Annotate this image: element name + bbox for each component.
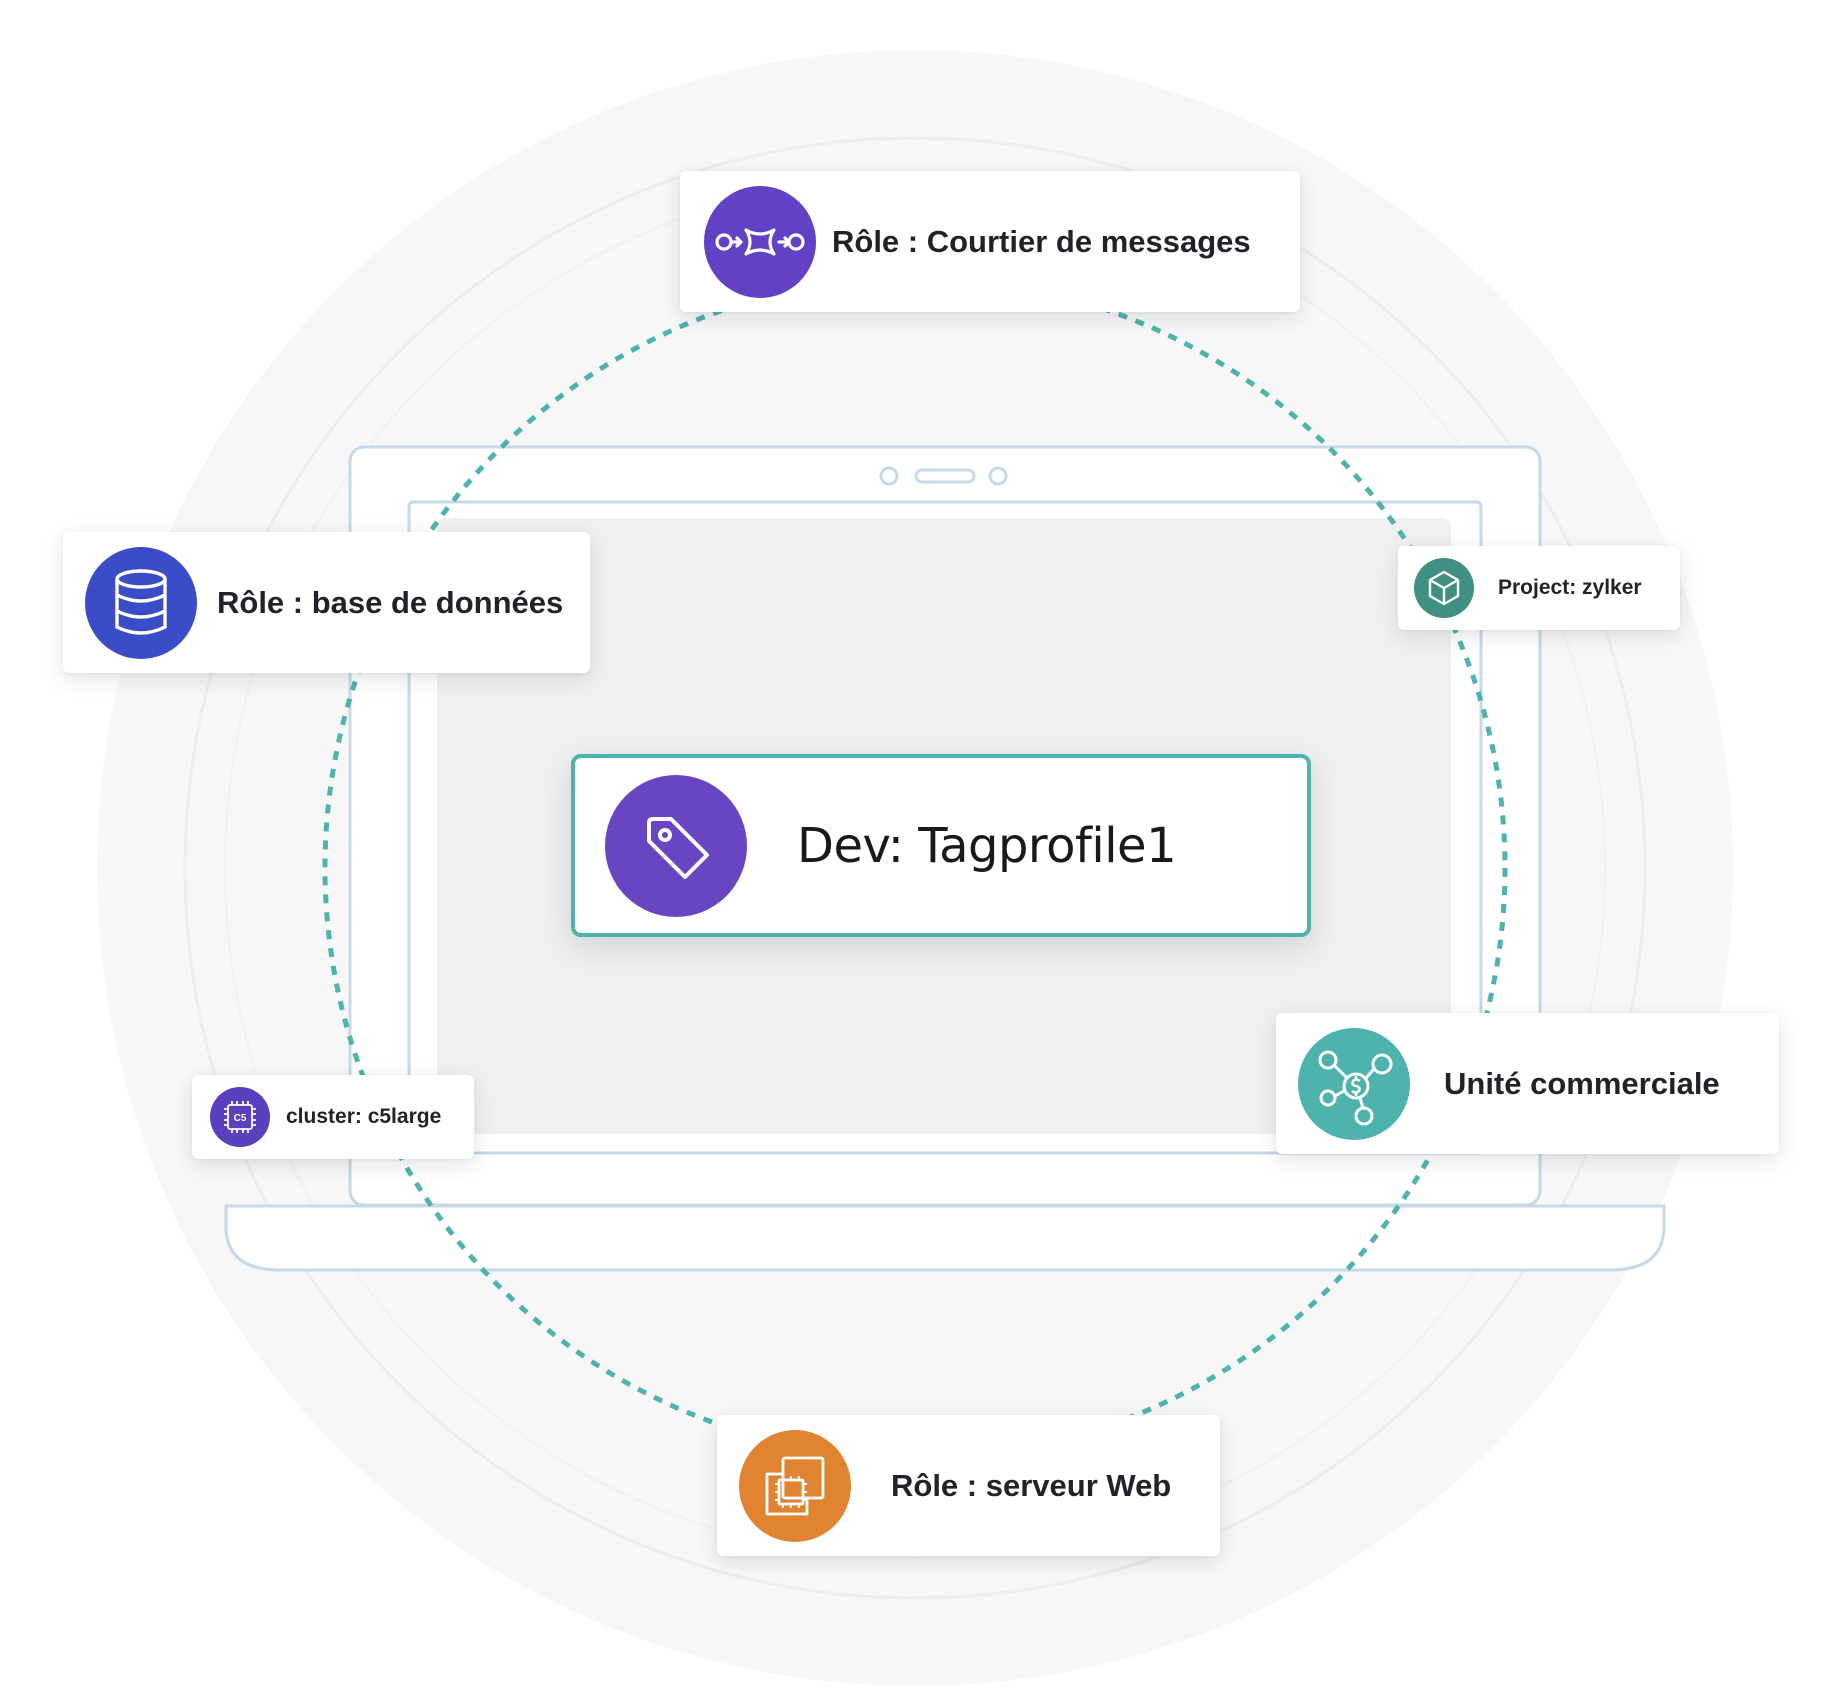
- tag-label: Unité commerciale: [1444, 1065, 1720, 1101]
- camera-slot: [914, 468, 976, 484]
- chip-label: C5: [234, 1113, 247, 1124]
- tag-card-project: Project: zylker: [1398, 546, 1680, 630]
- business-unit-icon: [1298, 1027, 1410, 1140]
- tag-card-database: Rôle : base de données: [63, 532, 590, 673]
- tag-icon: [605, 774, 747, 917]
- chip-icon: C5: [210, 1087, 270, 1147]
- tag-label: Project: zylker: [1498, 576, 1642, 599]
- tag-label: Rôle : base de données: [217, 584, 564, 620]
- camera-dot-left: [879, 466, 899, 486]
- inner-halo-ring: [183, 136, 1647, 1600]
- tag-card-cluster: C5 cluster: c5large: [192, 1075, 474, 1159]
- tag-card-message-broker: Rôle : Courtier de messages: [680, 171, 1300, 312]
- database-icon: [85, 546, 197, 659]
- tag-label: Rôle : serveur Web: [891, 1467, 1172, 1503]
- laptop-base: [224, 1204, 1666, 1272]
- tag-profile-card: Dev: Tagprofile1: [571, 754, 1311, 937]
- tag-card-business-unit: Unité commerciale: [1276, 1013, 1779, 1154]
- tag-label: Rôle : Courtier de messages: [832, 223, 1251, 259]
- tag-label: cluster: c5large: [286, 1105, 442, 1128]
- server-instance-icon: [739, 1429, 851, 1542]
- message-broker-icon: [704, 185, 816, 298]
- camera-dot-right: [988, 466, 1008, 486]
- tag-card-web-server: Rôle : serveur Web: [717, 1415, 1220, 1556]
- tag-profile-title: Dev: Tagprofile1: [797, 817, 1177, 874]
- cube-icon: [1414, 558, 1474, 618]
